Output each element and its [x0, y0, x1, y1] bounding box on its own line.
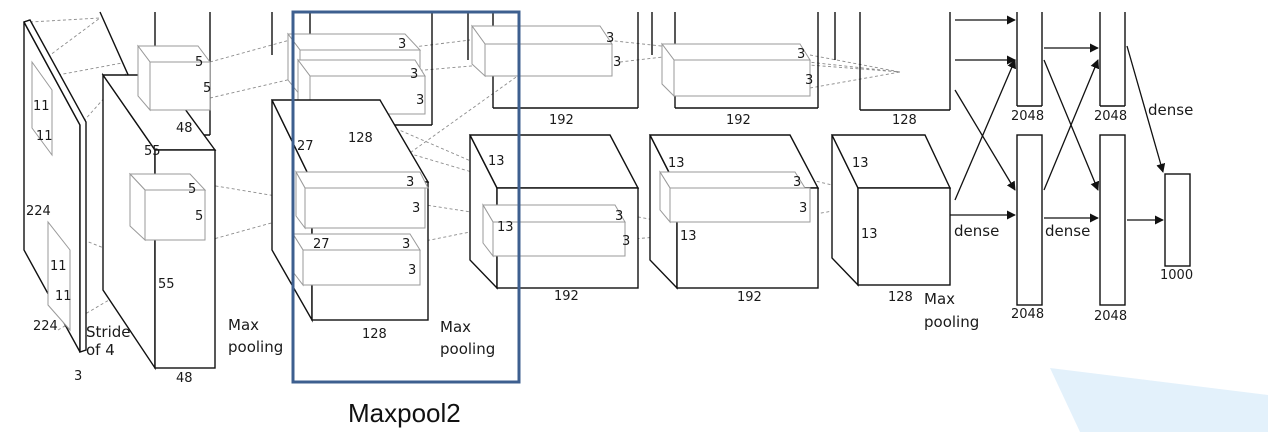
input-kernel-top — [31, 60, 53, 157]
input-kernel-label-b: 11 — [36, 129, 53, 144]
conv3-k4: 3 — [622, 234, 630, 249]
conv5-depth-top: 128 — [892, 113, 917, 128]
pool3-label-2: pooling — [924, 313, 979, 331]
input-size-label-bottom: 224 — [33, 319, 58, 334]
pool3-label-1: Max — [924, 290, 955, 308]
conv5-size-b: 13 — [861, 227, 878, 242]
conv1-k-bot-1: 5 — [188, 182, 196, 197]
watermark-shape — [1050, 368, 1268, 432]
conv2-k5: 3 — [412, 201, 420, 216]
conv2-k1: 3 — [398, 37, 406, 52]
conv4-depth-bottom: 192 — [737, 290, 762, 305]
conv2-layer: 3 3 3 128 27 3 3 27 3 3 128 — [270, 12, 433, 342]
input-layer: 11 11 224 11 11 224 Stride of 4 3 — [22, 19, 131, 384]
dense-label-1: dense — [954, 222, 999, 240]
conv4-layer: 3 3 192 13 3 3 13 192 — [648, 12, 820, 305]
conv2-k7: 3 — [408, 263, 416, 278]
dense-label-3: dense — [1148, 101, 1193, 119]
conv1-size-a: 55 — [144, 144, 161, 159]
output-label: 1000 — [1160, 268, 1193, 283]
conv4-size-a: 13 — [668, 156, 685, 171]
conv4-k2: 3 — [805, 73, 813, 88]
conv2-k2: 3 — [410, 67, 418, 82]
conv3-k1: 3 — [606, 31, 614, 46]
conv1-depth-bottom: 48 — [176, 371, 193, 386]
conv4-depth-top: 192 — [726, 113, 751, 128]
input-depth-label: 3 — [74, 369, 82, 384]
conv4-k1: 3 — [797, 47, 805, 62]
stride-label-2: of 4 — [86, 341, 115, 359]
input-size-label-top: 224 — [26, 204, 51, 219]
conv3-size-a: 13 — [488, 154, 505, 169]
input-kernel-label-a: 11 — [33, 99, 50, 114]
maxpool2-highlight-box — [291, 10, 521, 384]
conv1-depth-top: 48 — [176, 121, 193, 136]
conv5-depth-bottom: 128 — [888, 290, 913, 305]
conv2-k4: 3 — [406, 175, 414, 190]
fc7-bottom-label: 2048 — [1094, 309, 1127, 324]
conv1-k-top-2: 5 — [203, 81, 211, 96]
conv1-k-top-1: 5 — [195, 55, 203, 70]
fully-connected-layers: 2048 2048 dense dense dense 2048 2048 10… — [950, 12, 1193, 324]
conv2-size-bottom: 27 — [313, 237, 330, 252]
conv2-k6: 3 — [402, 237, 410, 252]
conv2-k3: 3 — [416, 93, 424, 108]
stride-label: Stride — [86, 323, 131, 341]
input-kernel-label-d: 11 — [55, 289, 72, 304]
conv5-size-a: 13 — [852, 156, 869, 171]
pool1-label-2: pooling — [228, 338, 283, 356]
fc6-bottom-label: 2048 — [1011, 307, 1044, 322]
conv4-size-b: 13 — [680, 229, 697, 244]
conv1-k-bot-2: 5 — [195, 209, 203, 224]
pool2-label-2: pooling — [440, 340, 495, 358]
conv5-layer: 128 13 13 128 — [830, 12, 952, 305]
conv2-depth-bottom: 128 — [362, 327, 387, 342]
conv3-size-b: 13 — [497, 220, 514, 235]
pool2-label-1: Max — [440, 318, 471, 336]
pool1-label-1: Max — [228, 316, 259, 334]
conv1-size-b: 55 — [158, 277, 175, 292]
conv4-k4: 3 — [799, 201, 807, 216]
conv2-depth-top: 128 — [348, 131, 373, 146]
maxpool2-caption: Maxpool2 — [348, 398, 461, 428]
conv3-k2: 3 — [613, 55, 621, 70]
conv3-k3: 3 — [615, 209, 623, 224]
dense-label-2: dense — [1045, 222, 1090, 240]
input-kernel-label-c: 11 — [50, 259, 67, 274]
conv2-size-top: 27 — [297, 139, 314, 154]
conv3-depth-bottom: 192 — [554, 289, 579, 304]
conv1-layer: 5 5 48 55 5 5 55 48 — [99, 11, 217, 386]
conv3-depth-top: 192 — [549, 113, 574, 128]
conv3-layer: 3 3 192 13 3 13 3 192 — [467, 12, 640, 304]
fc6-top-label: 2048 — [1011, 109, 1044, 124]
fc7-top-label: 2048 — [1094, 109, 1127, 124]
input-kernel-bottom — [47, 220, 71, 332]
conv4-k3: 3 — [793, 175, 801, 190]
